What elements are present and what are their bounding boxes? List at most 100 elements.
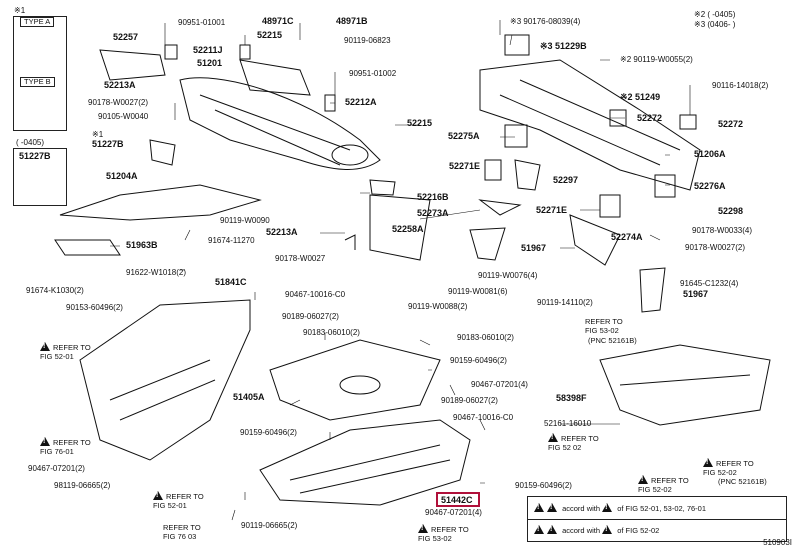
- part-label[interactable]: 52213A: [266, 227, 298, 237]
- part-label[interactable]: 90178-W0033(4): [692, 226, 753, 235]
- part-label[interactable]: 51841C: [215, 277, 247, 287]
- part-label[interactable]: 51201: [197, 58, 223, 68]
- part-label[interactable]: 51206A: [694, 149, 726, 159]
- refer-to-label: REFER TO: [53, 438, 91, 447]
- warning-icon: [547, 503, 557, 512]
- pnc-note: (PNC 52161B): [588, 336, 637, 345]
- footnote-3: ※3 (0406- ): [694, 20, 736, 29]
- part-label[interactable]: 52272: [718, 119, 744, 129]
- part-label[interactable]: 51967: [683, 289, 709, 299]
- part-label[interactable]: 90467-10016-C0: [453, 413, 514, 422]
- part-label[interactable]: 90116-14018(2): [712, 81, 769, 90]
- part-label[interactable]: 90467-10016-C0: [285, 290, 346, 299]
- part-label[interactable]: 52297: [553, 175, 579, 185]
- date-box-label: ( -0405): [16, 138, 45, 147]
- part-label[interactable]: 90119-14110(2): [537, 298, 593, 307]
- part-label[interactable]: 58398F: [556, 393, 587, 403]
- part-label[interactable]: 91622-W1018(2): [126, 268, 187, 277]
- part-label[interactable]: 91645-C1232(4): [680, 279, 739, 288]
- part-label[interactable]: 90153-60496(2): [66, 303, 123, 312]
- refer-to-label: REFER TO: [53, 343, 91, 352]
- part-label[interactable]: 90178-W0027: [275, 254, 326, 263]
- part-label[interactable]: 90178-W0027(2): [685, 243, 746, 252]
- part-label[interactable]: 51967: [521, 243, 547, 253]
- part-label[interactable]: 90105-W0040: [98, 112, 149, 121]
- part-label[interactable]: ※3 90176-08039(4): [510, 17, 581, 26]
- diagram-id: 510903I: [763, 538, 792, 547]
- part-label[interactable]: 51963B: [126, 240, 158, 250]
- warning-icon: [703, 458, 713, 467]
- part-label[interactable]: 52212A: [345, 97, 377, 107]
- part-label[interactable]: 91674-11270: [208, 236, 255, 245]
- part-label[interactable]: 48971B: [336, 16, 368, 26]
- part-label[interactable]: 52274A: [611, 232, 643, 242]
- refer-to-label: REFER TO: [163, 523, 201, 532]
- warning-icon: [40, 342, 50, 351]
- part-label[interactable]: 52161-16010: [544, 419, 592, 428]
- part-label[interactable]: 90119-W0076(4): [478, 271, 538, 280]
- part-label[interactable]: 90189-06027(2): [441, 396, 498, 405]
- warning-icon: [534, 503, 544, 512]
- part-label[interactable]: 90119-06823: [344, 36, 391, 45]
- part-label[interactable]: 90119-W0081(6): [448, 287, 508, 296]
- part-label[interactable]: 52271E: [449, 161, 481, 171]
- legend-text: of FIG 52-01, 53-02, 76-01: [617, 504, 707, 513]
- part-label[interactable]: ※2 51249: [620, 92, 661, 102]
- part-label[interactable]: 52216B: [417, 192, 449, 202]
- part-label[interactable]: 90467-07201(4): [471, 380, 528, 389]
- part-label[interactable]: 90951-01002: [349, 69, 397, 78]
- part-label[interactable]: 90159-60496(2): [240, 428, 297, 437]
- refer-to-fig: FIG 53-02: [585, 325, 619, 335]
- part-label[interactable]: 90183-06010(2): [457, 333, 514, 342]
- part-label[interactable]: 52275A: [448, 131, 480, 141]
- highlighted-part[interactable]: 51442C: [441, 495, 473, 505]
- legend-text: accord with: [562, 504, 601, 513]
- part-label[interactable]: 52272: [637, 113, 663, 123]
- part-label[interactable]: 52215: [257, 30, 283, 40]
- type-a-label: TYPE A: [20, 17, 55, 27]
- refer-to-label: REFER TO: [166, 492, 204, 501]
- part-label[interactable]: 48971C: [262, 16, 294, 26]
- part-label[interactable]: 52211J: [193, 45, 223, 55]
- part-label[interactable]: 90119-W0088(2): [408, 302, 468, 311]
- part-label[interactable]: 90119-06665(2): [241, 521, 298, 530]
- part-label[interactable]: ※2 90119-W0055(2): [620, 55, 693, 64]
- part-label[interactable]: 98119-06665(2): [54, 481, 111, 490]
- part-label[interactable]: 51227B: [92, 139, 124, 149]
- part-label[interactable]: ※3 51229B: [540, 41, 587, 51]
- refer-to-label: REFER TO: [431, 525, 469, 534]
- part-label[interactable]: 90189-06027(2): [282, 312, 339, 321]
- refer-to-fig: FIG 52-01: [153, 500, 187, 510]
- part-label[interactable]: 90951-01001: [178, 18, 226, 27]
- part-label[interactable]: 52298: [718, 206, 744, 216]
- part-label[interactable]: 52276A: [694, 181, 726, 191]
- part-label[interactable]: 52257: [113, 32, 139, 42]
- part-label[interactable]: 90159-60496(2): [515, 481, 572, 490]
- part-label[interactable]: 52213A: [104, 80, 136, 90]
- part-label[interactable]: 90467-07201(4): [425, 508, 482, 517]
- part-label[interactable]: 52215: [407, 118, 433, 128]
- part-label[interactable]: 90178-W0027(2): [88, 98, 149, 107]
- part-label[interactable]: 51405A: [233, 392, 265, 402]
- part-label[interactable]: 90183-06010(2): [303, 328, 360, 337]
- refer-to-fig: FIG 52-02: [638, 484, 672, 494]
- part-label[interactable]: 91674-K1030(2): [26, 286, 84, 295]
- date-box-part[interactable]: 51227B: [19, 151, 51, 161]
- part-label[interactable]: 90119-W0090: [220, 216, 270, 225]
- part-label[interactable]: 52273A: [417, 208, 449, 218]
- part-label[interactable]: 90159-60496(2): [450, 356, 507, 365]
- part-label[interactable]: 52271E: [536, 205, 568, 215]
- part-label[interactable]: 51204A: [106, 171, 138, 181]
- part-label[interactable]: 52258A: [392, 224, 424, 234]
- part-label[interactable]: 90467-07201(2): [28, 464, 85, 473]
